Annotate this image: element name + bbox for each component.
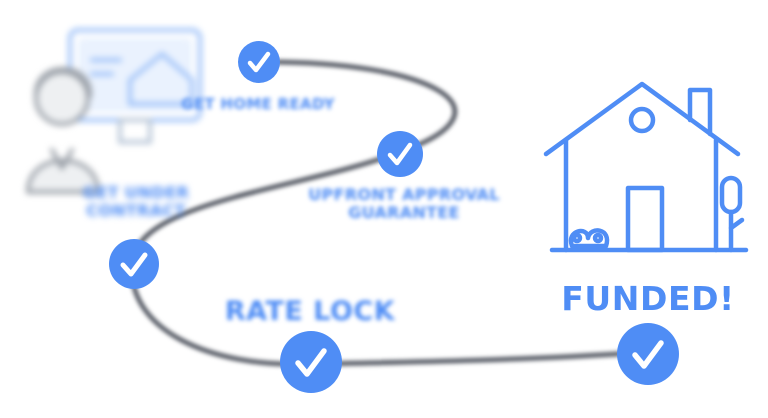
step-label: GET UNDER CONTRACT	[66, 183, 206, 221]
checkmark-icon	[617, 323, 679, 385]
step-label-line-1: UPFRONT APPROVAL	[308, 185, 500, 204]
checkmark-icon	[377, 131, 423, 177]
person-at-computer-icon	[26, 28, 202, 194]
step-label: RATE LOCK	[224, 296, 396, 327]
step-label: GET HOME READY	[181, 95, 335, 113]
step-label-line-2: GUARANTEE	[348, 203, 460, 223]
house-icon	[543, 81, 749, 253]
step-label: UPFRONT APPROVAL GUARANTEE	[292, 185, 516, 223]
step-label-line-2: CONTRACT	[86, 201, 186, 221]
step-label-line-1: GET UNDER	[82, 183, 190, 202]
checkmark-icon	[280, 331, 342, 393]
checkmark-icon	[109, 239, 159, 289]
step-label: FUNDED!	[561, 279, 735, 318]
checkmark-icon	[238, 41, 280, 83]
